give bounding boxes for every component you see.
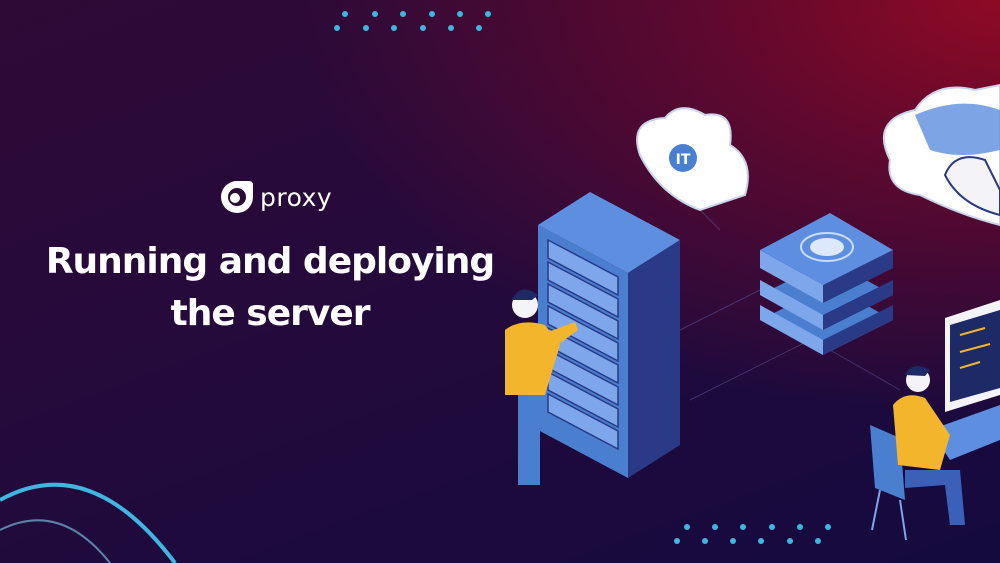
cloud-large: [882, 83, 1000, 227]
proxy-logo-icon: [221, 181, 253, 213]
technician-figure: [505, 289, 578, 485]
brand-logo: proxy: [218, 178, 332, 216]
cloud-it: IT: [636, 107, 749, 212]
logo-text: proxy: [260, 182, 333, 212]
cloud-label: IT: [676, 152, 691, 168]
decorative-arc: [0, 482, 177, 563]
headline-line-2: the server: [170, 293, 370, 334]
headline-line-1: Running and deploying: [45, 241, 495, 282]
server-stack: [760, 213, 893, 355]
server-rack: [538, 192, 680, 478]
page-title: Running and deploying the server: [0, 236, 540, 340]
decorative-arc-inner: [0, 519, 111, 563]
cloud-it-badge: [669, 144, 697, 172]
dot-grid-top: [334, 11, 491, 31]
dot-grid-bottom: [674, 524, 831, 544]
developer-figure: [870, 300, 1000, 541]
monitor-screen: [950, 310, 1000, 402]
